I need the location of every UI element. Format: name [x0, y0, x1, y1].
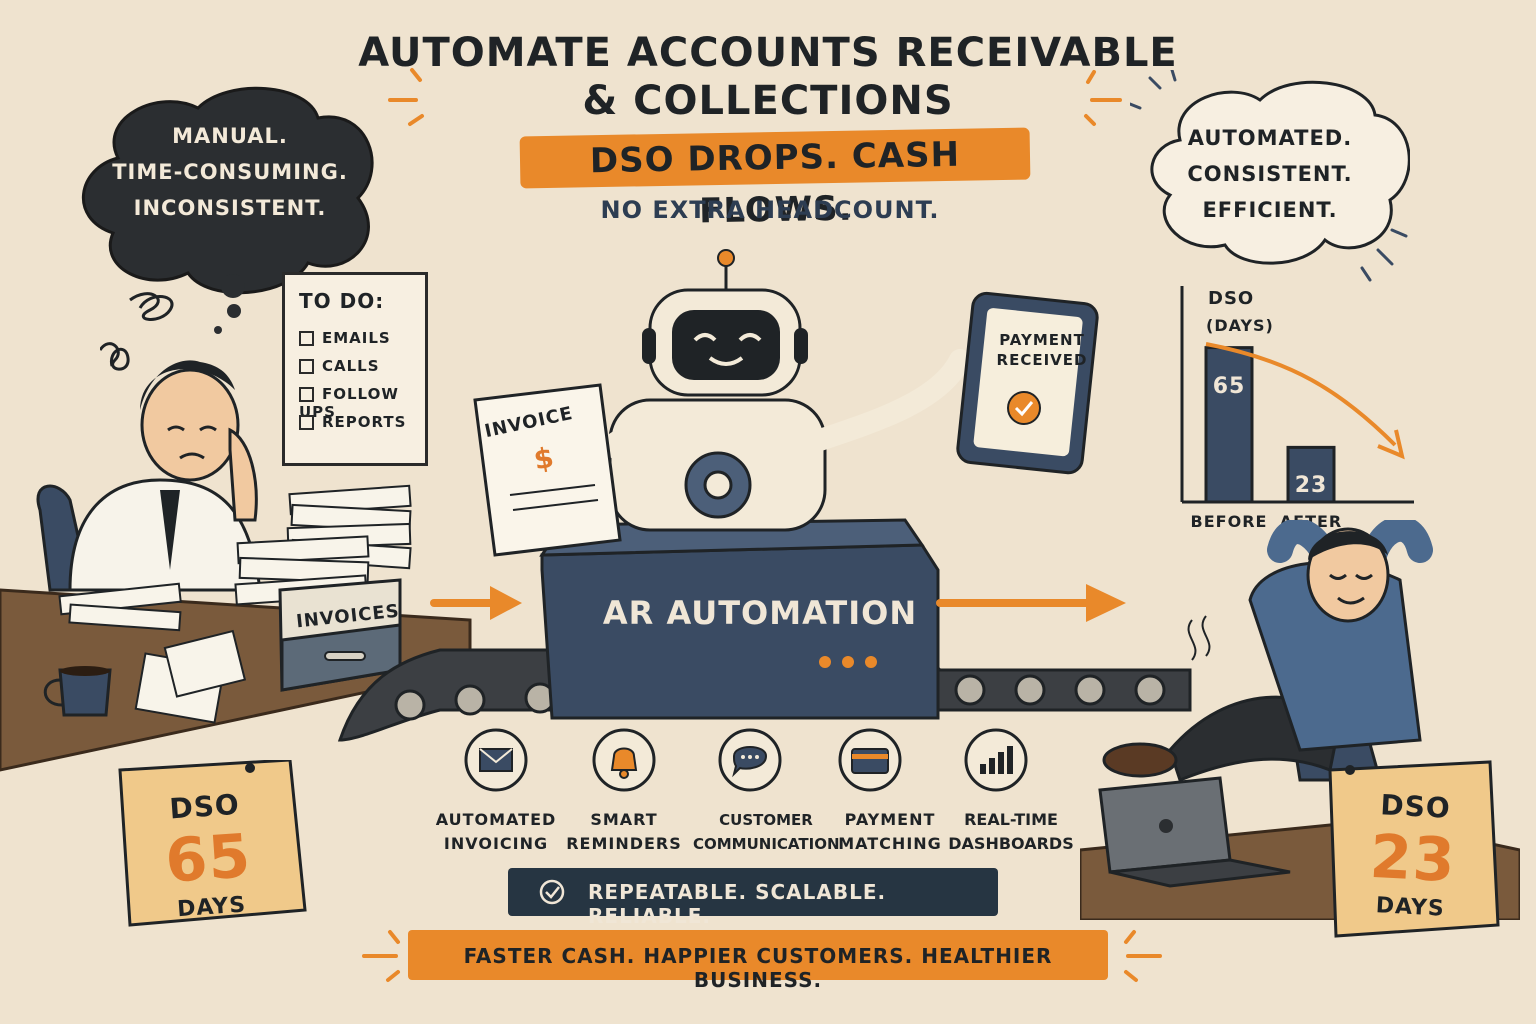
dark-thought-cloud — [82, 86, 374, 334]
thought-line: MANUAL. — [172, 124, 288, 148]
feature-label-line: REMINDERS — [566, 834, 682, 853]
feature-label-line: AUTOMATED — [435, 810, 557, 829]
todo-list: TO DO: EMAILS CALLS FOLLOW UPS REPORTS — [282, 272, 428, 466]
thought-line: AUTOMATED. — [1187, 126, 1353, 150]
feature-label-automated-invoicing: AUTOMATED INVOICING — [421, 808, 571, 856]
outcome-banner-text: FASTER CASH. HAPPIER CUSTOMERS. HEALTHIE… — [463, 944, 1053, 992]
spark-lines-icon — [1084, 70, 1122, 126]
spark-lines-icon — [1124, 930, 1162, 982]
ar-automation-machine-illustration — [337, 249, 1192, 742]
page-title-line1: AUTOMATE ACCOUNTS RECEIVABLE — [358, 30, 1178, 76]
manual-thought-text: MANUAL. TIME-CONSUMING. INCONSISTENT. — [110, 118, 350, 226]
chart-axis-unit: (DAYS) — [1206, 316, 1274, 335]
checkbox-icon — [299, 387, 314, 402]
bar-chart-icon — [964, 728, 1028, 792]
tagline-banner: DSO DROPS. CASH FLOWS. — [519, 127, 1031, 231]
feature-label-line: COMMUNICATION — [693, 835, 840, 853]
spark-lines-icon — [362, 930, 400, 982]
payment-received-label: PAYMENT RECEIVED — [996, 331, 1088, 369]
subtagline: NO EXTRA HEADCOUNT. — [600, 196, 940, 224]
dso-after-calendar: DSO 23 DAYS — [1345, 787, 1482, 924]
checkbox-icon — [299, 331, 314, 346]
checkbox-icon — [299, 415, 314, 430]
automated-thought-text: AUTOMATED. CONSISTENT. EFFICIENT. — [1160, 120, 1380, 228]
feature-label-smart-reminders: SMART REMINDERS — [549, 808, 699, 856]
feature-label-line: MATCHING — [838, 834, 942, 853]
page-title-line2: & COLLECTIONS — [582, 78, 954, 124]
feature-label-line: INVOICING — [443, 834, 549, 853]
dso-before-calendar: DSO 65 DAYS — [124, 785, 293, 926]
trend-arrow-line — [1205, 342, 1397, 447]
feature-label-line: REAL-TIME — [964, 810, 1058, 829]
thought-line: TIME-CONSUMING. — [112, 160, 348, 184]
feature-label-line: CUSTOMER — [719, 811, 813, 829]
thought-line: CONSISTENT. — [1187, 162, 1353, 186]
dso-bar-chart — [1180, 286, 1414, 504]
chart-axis-label: DSO — [1208, 288, 1255, 309]
bar-value-label: 23 — [1294, 473, 1328, 499]
bar-category-label: BEFORE — [1190, 512, 1268, 531]
spark-lines-icon — [388, 68, 424, 126]
feature-label-payment-matching: PAYMENT MATCHING — [815, 808, 965, 856]
repeatable-banner: REPEATABLE. SCALABLE. RELIABLE. — [508, 868, 998, 928]
calendar-card — [1328, 760, 1500, 938]
flow-arrow-icon — [936, 584, 1126, 622]
light-thought-cloud — [1130, 70, 1410, 282]
feature-label-real-time-dashboards: REAL-TIME DASHBOARDS — [931, 808, 1091, 856]
gear-icon — [684, 451, 752, 519]
thought-line: INCONSISTENT. — [133, 196, 327, 220]
calendar-card — [118, 760, 307, 927]
bell-icon — [592, 728, 656, 792]
envelope-icon — [464, 728, 528, 792]
feature-label-line: PAYMENT — [844, 810, 936, 829]
checkbox-icon — [299, 359, 314, 374]
feature-label-customer-communication: CUSTOMER COMMUNICATION — [693, 808, 840, 856]
ar-automation-label: AR AUTOMATION — [602, 594, 918, 632]
todo-item: CALLS — [299, 357, 380, 375]
stress-scribble-icon — [100, 292, 174, 371]
credit-card-icon — [838, 728, 902, 792]
stressed-worker-desk-illustration — [0, 360, 472, 772]
flow-arrow-icon — [430, 586, 522, 620]
dso-value: 23 — [1368, 821, 1458, 897]
feature-label-line: SMART — [590, 810, 658, 829]
dso-value: 65 — [163, 821, 254, 897]
bar-after — [1286, 445, 1336, 504]
thought-line: EFFICIENT. — [1202, 198, 1338, 222]
outcome-banner: FASTER CASH. HAPPIER CUSTOMERS. HEALTHIE… — [408, 930, 1108, 992]
todo-item: EMAILS — [299, 329, 391, 347]
repeatable-banner-text: REPEATABLE. SCALABLE. RELIABLE. — [588, 880, 887, 928]
check-circle-icon — [539, 879, 565, 905]
trend-arrow-head-icon — [1377, 429, 1405, 460]
todo-item: REPORTS — [299, 413, 406, 431]
feature-label-line: DASHBOARDS — [948, 834, 1074, 853]
todo-title: TO DO: — [299, 289, 385, 313]
bar-before — [1204, 346, 1254, 504]
chat-bubble-icon — [718, 728, 782, 792]
bar-value-label: 65 — [1212, 373, 1246, 399]
